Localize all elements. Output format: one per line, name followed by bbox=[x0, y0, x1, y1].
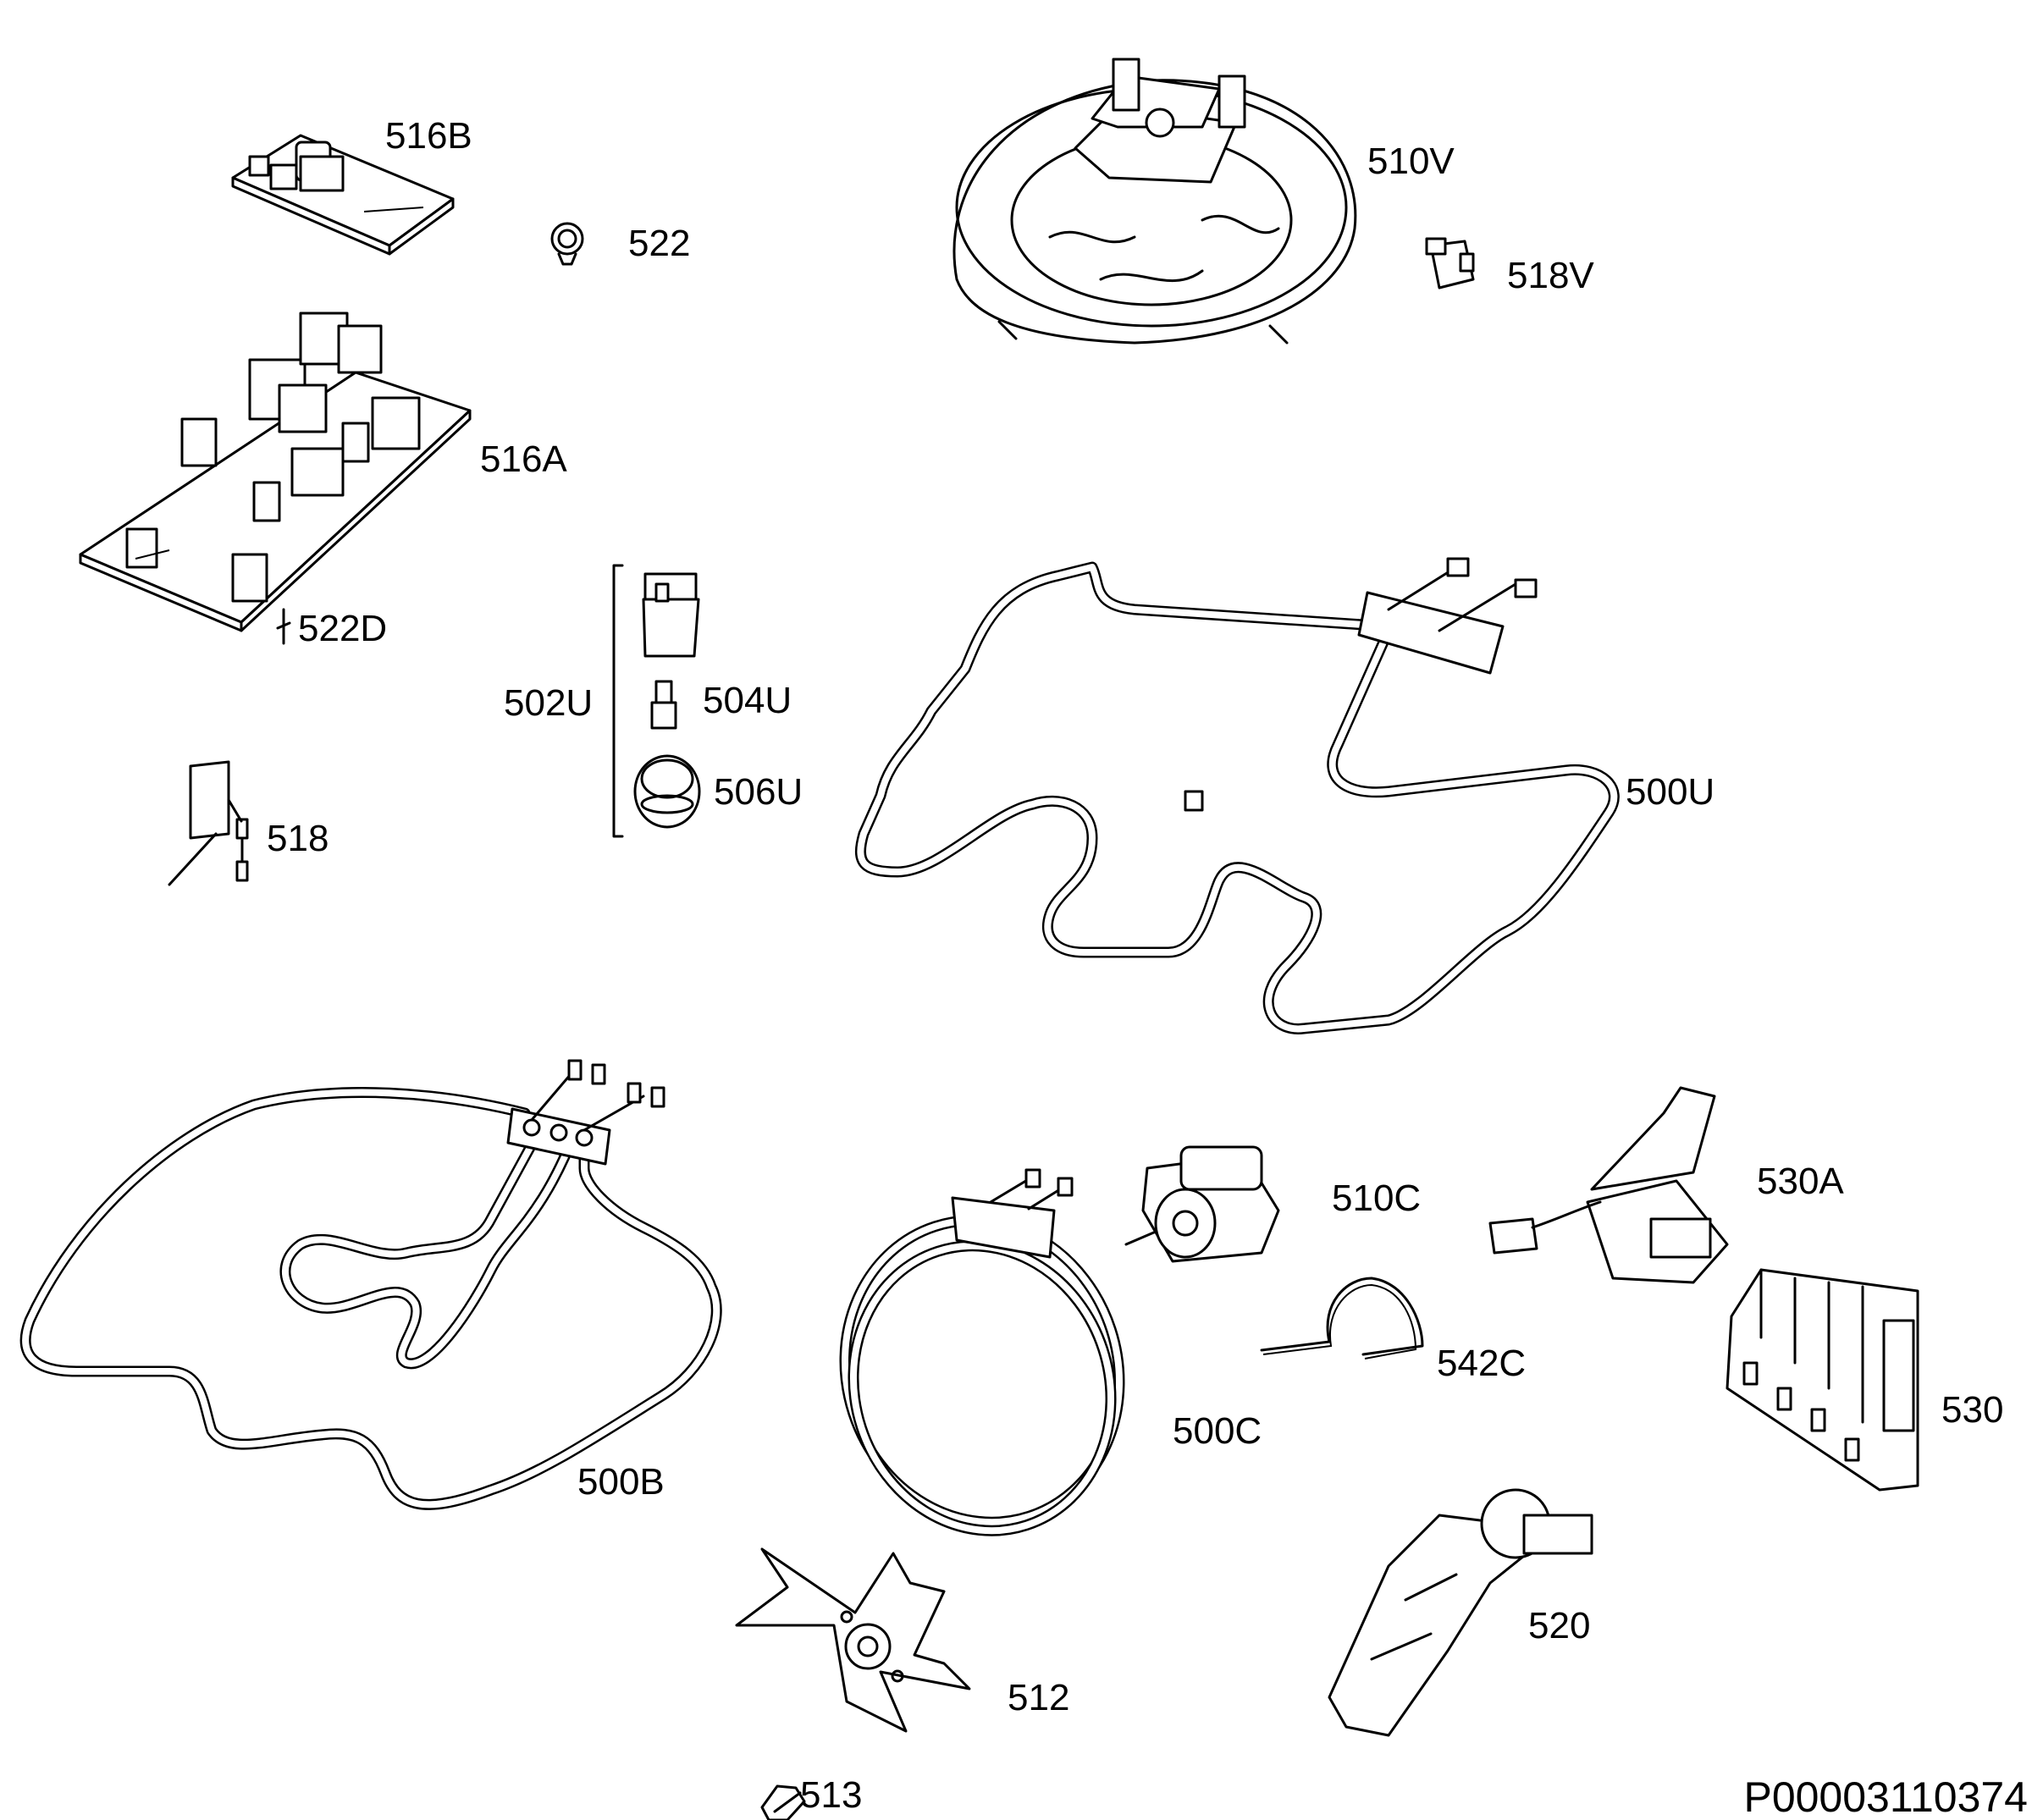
part-drawing-516B bbox=[231, 134, 455, 256]
bracket-502U bbox=[612, 564, 624, 838]
part-drawing-516A bbox=[79, 312, 472, 632]
part-drawing-520 bbox=[1328, 1488, 1593, 1737]
part-drawing-518 bbox=[168, 760, 249, 886]
part-label-510C: 510C bbox=[1332, 1177, 1421, 1219]
part-drawing-530A bbox=[1488, 1086, 1729, 1284]
part-drawing-506U bbox=[633, 754, 701, 829]
part-label-502U: 502U bbox=[504, 682, 593, 724]
part-drawing-512 bbox=[735, 1547, 971, 1733]
part-drawing-500C bbox=[839, 1168, 1125, 1536]
part-label-520: 520 bbox=[1528, 1605, 1590, 1646]
part-drawing-504U bbox=[650, 680, 677, 730]
part-label-518V: 518V bbox=[1507, 255, 1594, 296]
part-label-516B: 516B bbox=[385, 115, 472, 157]
part-label-530: 530 bbox=[1941, 1389, 2003, 1431]
part-label-513: 513 bbox=[800, 1774, 862, 1816]
part-drawing-510C bbox=[1124, 1145, 1280, 1263]
part-drawing-542C bbox=[1260, 1277, 1424, 1359]
part-drawing-500B bbox=[19, 1059, 722, 1510]
part-drawing-504U-top bbox=[642, 572, 700, 658]
part-label-510V: 510V bbox=[1367, 141, 1455, 182]
part-label-500B: 500B bbox=[577, 1461, 665, 1503]
document-id: P00003110374 bbox=[1743, 1773, 2028, 1820]
part-label-506U: 506U bbox=[714, 771, 803, 813]
part-drawing-513 bbox=[760, 1784, 806, 1820]
part-drawing-530 bbox=[1726, 1268, 1919, 1492]
part-label-522: 522 bbox=[628, 223, 690, 264]
part-label-530A: 530A bbox=[1757, 1161, 1844, 1202]
part-drawing-522D bbox=[276, 608, 291, 645]
part-label-522D: 522D bbox=[298, 608, 387, 649]
part-label-518: 518 bbox=[267, 818, 329, 859]
part-drawing-500U bbox=[854, 557, 1620, 1034]
part-label-500C: 500C bbox=[1173, 1410, 1262, 1452]
part-label-516A: 516A bbox=[480, 438, 567, 480]
part-drawing-518V bbox=[1425, 237, 1475, 290]
part-label-500U: 500U bbox=[1626, 771, 1714, 813]
part-label-512: 512 bbox=[1008, 1677, 1069, 1718]
part-drawing-522 bbox=[550, 222, 584, 266]
part-label-504U: 504U bbox=[703, 680, 792, 721]
part-label-542C: 542C bbox=[1437, 1343, 1526, 1384]
part-drawing-510V bbox=[952, 58, 1357, 345]
